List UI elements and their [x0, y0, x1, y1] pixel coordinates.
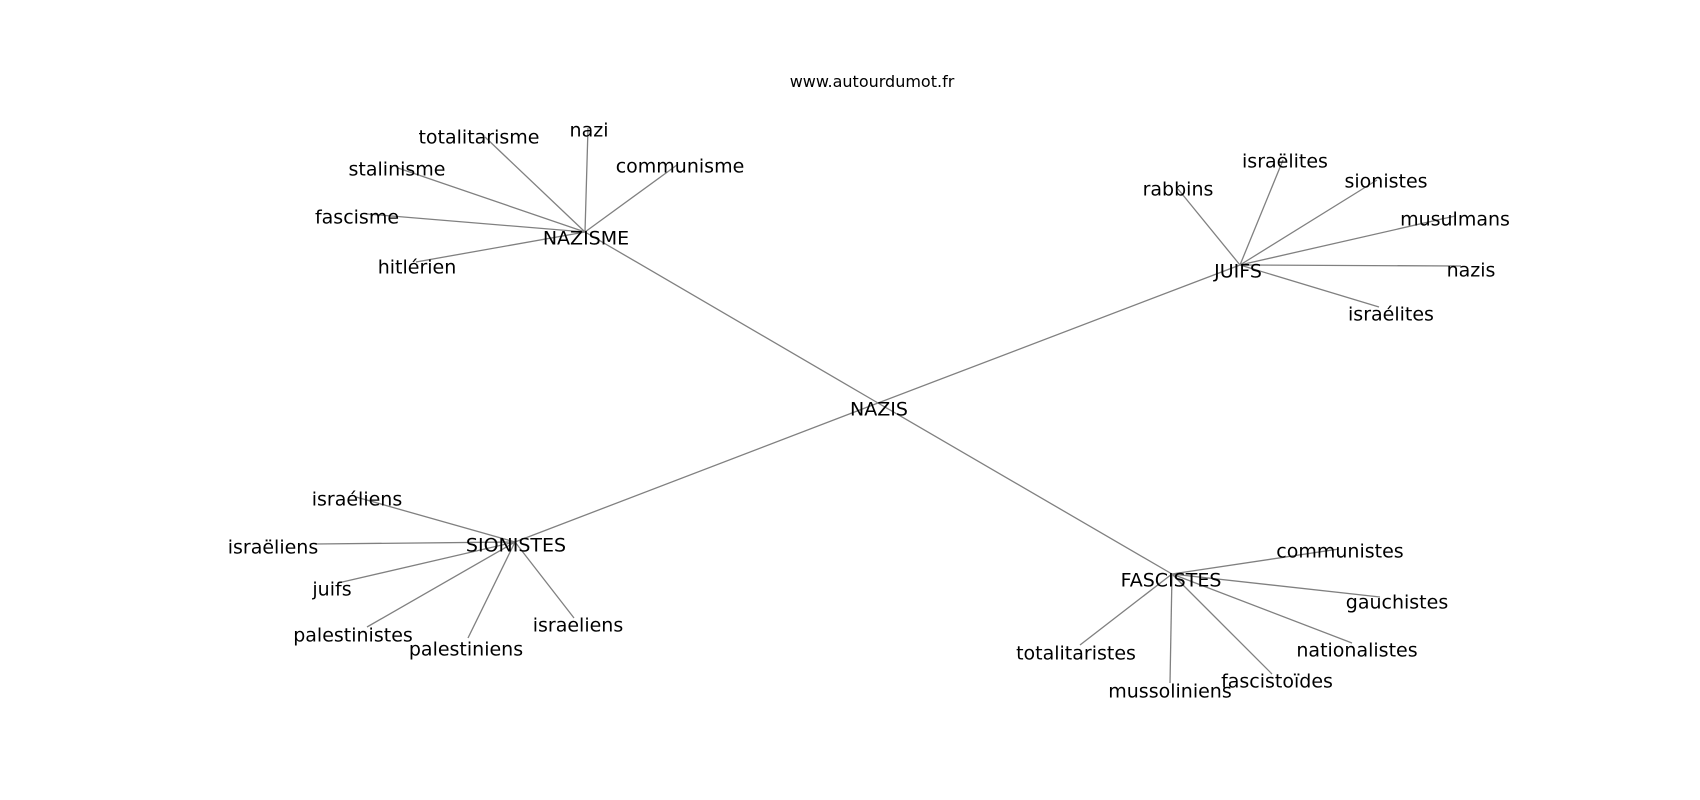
edge-hub-leaf: [1169, 573, 1173, 684]
leaf-node-label: israëlites: [1242, 151, 1328, 173]
leaf-node-label: communistes: [1276, 541, 1403, 563]
leaf-node-label: nazis: [1447, 260, 1496, 282]
edge-center-hub: [584, 231, 879, 404]
leaf-node-label: gauchistes: [1346, 592, 1448, 614]
edge-hub-leaf: [1171, 573, 1381, 598]
edge-hub-leaf: [1171, 573, 1273, 675]
leaf-node-label: totalitarisme: [418, 127, 539, 149]
edge-hub-leaf: [467, 541, 516, 639]
graph-labels: www.autourdumot.fr NAZIS NAZISME totalitar…: [228, 72, 1510, 703]
source-title: www.autourdumot.fr: [790, 72, 955, 91]
leaf-node-label: fascisme: [315, 207, 399, 229]
edge-hub-leaf: [355, 496, 516, 543]
hub-node-label: FASCISTES: [1121, 570, 1222, 592]
edge-hub-leaf: [1239, 159, 1284, 266]
leaf-node-label: communisme: [616, 156, 745, 178]
leaf-node-label: palestinistes: [293, 625, 413, 647]
edge-hub-leaf: [1177, 188, 1241, 266]
leaf-node-label: hitlérien: [378, 257, 457, 279]
leaf-node-label: sionistes: [1344, 171, 1427, 193]
edge-center-hub: [514, 402, 879, 543]
edge-hub-leaf: [1239, 179, 1378, 266]
hub-node-label: NAZISME: [543, 228, 629, 250]
edge-hub-leaf: [415, 231, 586, 263]
leaf-node-label: rabbins: [1143, 179, 1214, 201]
leaf-node-label: israéliens: [312, 489, 403, 511]
leaf-node-label: nationalistes: [1296, 640, 1417, 662]
edge-hub-leaf: [1171, 573, 1353, 644]
leaf-node-label: israélites: [1348, 304, 1434, 326]
edge-hub-leaf: [584, 164, 678, 233]
edge-hub-leaf: [314, 541, 516, 545]
edge-center-hub: [877, 402, 1173, 575]
edge-hub-leaf: [1079, 573, 1173, 646]
edge-hub-leaf: [337, 541, 516, 584]
edge-hub-leaf: [1171, 548, 1340, 575]
leaf-node-label: israeliens: [533, 615, 624, 637]
edge-hub-leaf: [584, 127, 589, 233]
edge-hub-leaf: [1239, 264, 1462, 267]
leaf-node-label: juifs: [311, 579, 351, 601]
edge-hub-leaf: [484, 136, 586, 233]
edge-hub-leaf: [1239, 264, 1380, 308]
graph-edges: [314, 127, 1462, 684]
leaf-node-label: stalinisme: [349, 159, 446, 181]
leaf-node-label: musulmans: [1400, 209, 1510, 231]
edge-hub-leaf: [397, 167, 586, 233]
leaf-node-label: fascistoïdes: [1221, 671, 1333, 693]
leaf-node-label: totalitaristes: [1016, 643, 1136, 665]
edge-center-hub: [877, 264, 1241, 404]
edge-hub-leaf: [1239, 215, 1456, 266]
hub-node-label: JUIFS: [1213, 261, 1262, 283]
leaf-node-label: mussoliniens: [1108, 681, 1231, 703]
edge-hub-leaf: [366, 213, 586, 233]
center-node-label: NAZIS: [850, 399, 908, 421]
edge-hub-leaf: [366, 541, 516, 628]
leaf-node-label: israëliens: [228, 537, 319, 559]
leaf-node-label: nazi: [570, 120, 609, 142]
edge-hub-leaf: [514, 541, 575, 619]
leaf-node-label: palestiniens: [409, 639, 523, 661]
hub-node-label: SIONISTES: [466, 535, 566, 557]
